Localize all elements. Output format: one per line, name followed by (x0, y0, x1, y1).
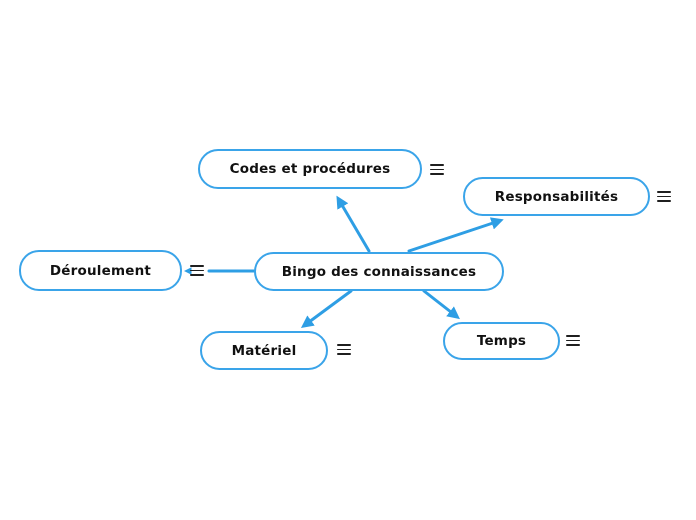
mindmap-node-materiel[interactable]: Matériel (200, 331, 328, 370)
mindmap-node-root[interactable]: Bingo des connaissances (254, 252, 504, 291)
connector-root-to-responsabilites (407, 217, 504, 253)
hamburger-menu-icon[interactable] (430, 164, 444, 175)
hamburger-menu-icon[interactable] (337, 344, 351, 355)
node-label-temps: Temps (476, 333, 527, 349)
mindmap-node-responsabilites[interactable]: Responsabilités (463, 177, 650, 216)
node-label-deroulement: Déroulement (49, 262, 152, 279)
hamburger-menu-icon[interactable] (566, 335, 580, 346)
hamburger-menu-icon[interactable] (190, 265, 204, 276)
mindmap-node-codes[interactable]: Codes et procédures (198, 149, 422, 189)
connector-root-to-codes (336, 195, 371, 253)
hamburger-menu-icon[interactable] (657, 191, 671, 202)
node-label-codes: Codes et procédures (229, 161, 391, 177)
small-arrowhead-deroulement (184, 267, 192, 275)
node-label-materiel: Matériel (231, 342, 297, 359)
connector-root-to-materiel (300, 289, 353, 328)
mindmap-node-temps[interactable]: Temps (443, 322, 560, 360)
connector-root-to-temps (422, 289, 460, 320)
node-label-responsabilites: Responsabilités (494, 188, 619, 205)
node-label-root: Bingo des connaissances (281, 263, 477, 280)
mindmap-node-deroulement[interactable]: Déroulement (19, 250, 182, 291)
